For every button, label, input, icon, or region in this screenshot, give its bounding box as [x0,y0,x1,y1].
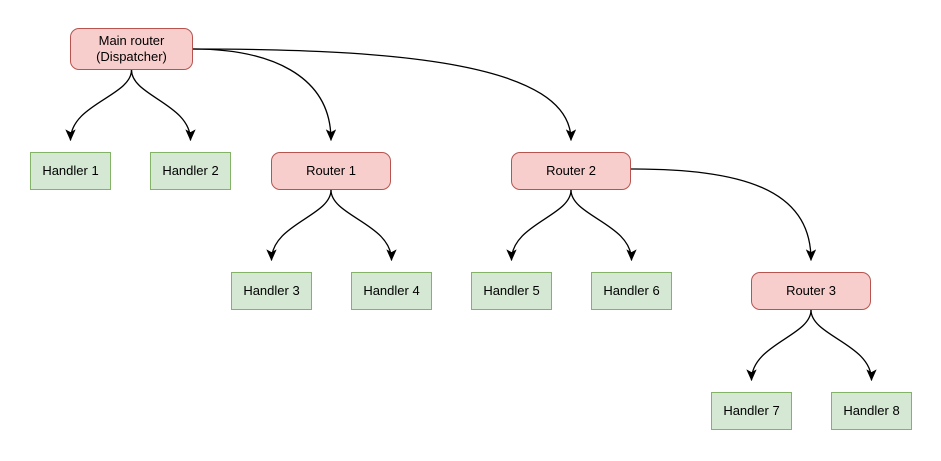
edge-router-3-to-handler-8 [810,309,877,382]
edge-router-1-to-handler-4 [330,189,397,262]
edge-router-1-to-handler-3 [266,189,332,262]
edges-group [65,48,877,382]
node-label-handler-1: Handler 1 [42,162,99,178]
node-handler-8[interactable]: Handler 8 [831,392,912,430]
node-main-router[interactable]: Main router (Dispatcher) [70,28,193,70]
node-label-main-router: Main router (Dispatcher) [96,32,167,64]
node-label-handler-3: Handler 3 [243,282,300,298]
node-router-3[interactable]: Router 3 [751,272,871,310]
node-handler-1[interactable]: Handler 1 [30,152,111,190]
node-label-handler-5: Handler 5 [483,282,540,298]
node-handler-5[interactable]: Handler 5 [471,272,552,310]
node-handler-3[interactable]: Handler 3 [231,272,312,310]
node-handler-7[interactable]: Handler 7 [711,392,792,430]
node-handler-6[interactable]: Handler 6 [591,272,672,310]
node-label-handler-6: Handler 6 [603,282,660,298]
node-handler-4[interactable]: Handler 4 [351,272,432,310]
node-label-router-1: Router 1 [306,162,356,178]
edge-main-to-router-1 [192,48,337,142]
edge-router-2-to-handler-6 [570,189,637,262]
edge-main-to-handler-2 [130,69,196,142]
node-label-handler-8: Handler 8 [843,402,900,418]
node-label-router-3: Router 3 [786,282,836,298]
node-label-handler-7: Handler 7 [723,402,780,418]
edge-router-2-to-router-3 [630,168,817,262]
node-label-handler-4: Handler 4 [363,282,420,298]
node-router-1[interactable]: Router 1 [271,152,391,190]
edge-router-3-to-handler-7 [746,309,812,382]
node-label-router-2: Router 2 [546,162,596,178]
edge-main-to-handler-1 [65,69,133,142]
node-handler-2[interactable]: Handler 2 [150,152,231,190]
node-label-handler-2: Handler 2 [162,162,219,178]
node-router-2[interactable]: Router 2 [511,152,631,190]
edge-main-to-router-2 [192,48,577,142]
edge-router-2-to-handler-5 [506,189,572,262]
